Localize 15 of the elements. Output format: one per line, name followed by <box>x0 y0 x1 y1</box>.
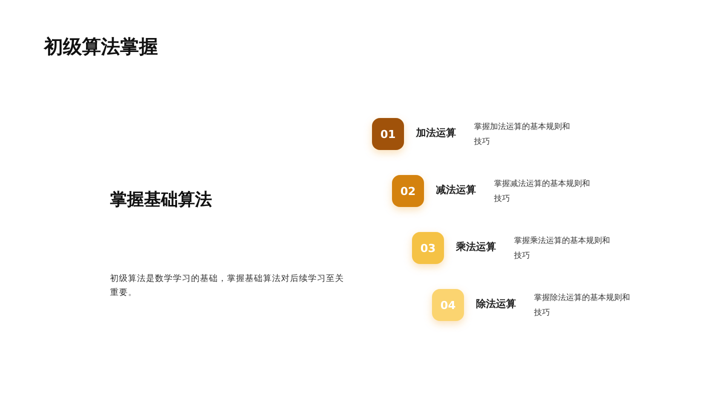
operation-name: 除法运算 <box>476 298 516 311</box>
number-badge: 01 <box>372 118 404 150</box>
operation-name: 加法运算 <box>416 126 456 140</box>
description-text: 初级算法是数学学习的基础，掌握基础算法对后续学习至关重要。 <box>110 273 345 300</box>
number-badge: 04 <box>432 289 464 321</box>
operation-description: 掌握乘法运算的基本规则和技巧 <box>514 235 610 262</box>
operation-name: 减法运算 <box>436 184 476 197</box>
number-badge: 02 <box>392 175 424 207</box>
operation-description: 掌握加法运算的基本规则和技巧 <box>474 121 570 148</box>
operation-description: 掌握除法运算的基本规则和技巧 <box>534 292 630 319</box>
operation-description: 掌握减法运算的基本规则和技巧 <box>494 178 590 205</box>
section-heading: 掌握基础算法 <box>110 189 212 211</box>
slide-title: 初级算法掌握 <box>44 35 158 60</box>
number-badge: 03 <box>412 232 444 264</box>
operation-name: 乘法运算 <box>456 240 496 254</box>
